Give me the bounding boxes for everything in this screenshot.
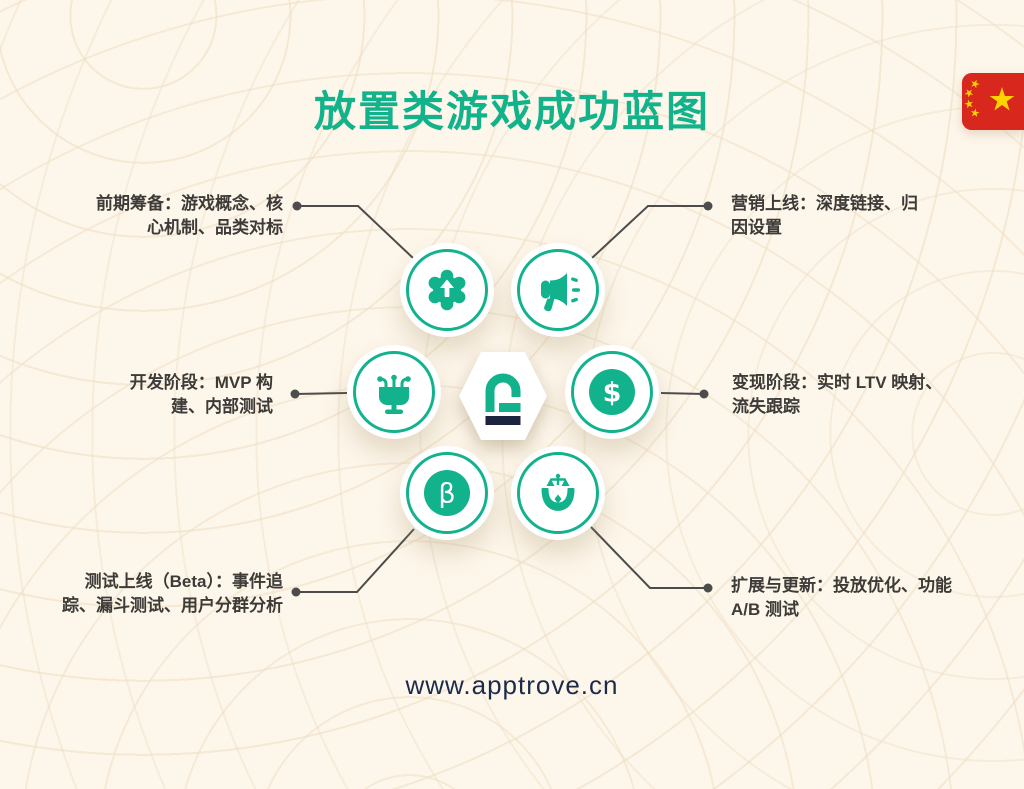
node-ring bbox=[406, 452, 488, 534]
gear-upgrade-icon bbox=[428, 269, 466, 311]
node-marketing bbox=[511, 243, 605, 337]
node-development bbox=[347, 345, 441, 439]
label-marketing: 营销上线：深度链接、归 因设置 bbox=[731, 194, 918, 237]
hands-scale-icon bbox=[541, 473, 575, 511]
node-monetization: $ bbox=[565, 345, 659, 439]
apptrove-logo-icon bbox=[485, 373, 521, 425]
dev-console-icon bbox=[377, 374, 411, 414]
label-beta-testing: 测试上线（Beta）：事件追 踪、漏斗测试、用户分群分析 bbox=[62, 572, 283, 615]
china-flag-icon bbox=[962, 73, 1024, 130]
center-hexagon bbox=[459, 352, 547, 440]
node-ring bbox=[517, 249, 599, 331]
node-beta-testing: β bbox=[400, 446, 494, 540]
svg-text:β: β bbox=[438, 479, 455, 510]
node-ring bbox=[517, 452, 599, 534]
node-preparation bbox=[400, 243, 494, 337]
node-ring bbox=[571, 351, 653, 433]
website-url: www.apptrove.cn bbox=[405, 670, 619, 700]
beta-circle-icon: β bbox=[424, 470, 470, 516]
label-monetization: 变现阶段：实时 LTV 映射、 流失跟踪 bbox=[732, 373, 943, 416]
node-ring bbox=[353, 351, 435, 433]
page-title: 放置类游戏成功蓝图 bbox=[313, 88, 710, 135]
label-expansion: 扩展与更新：投放优化、功能 A/B 测试 bbox=[731, 576, 952, 619]
dollar-circle-icon: $ bbox=[589, 369, 635, 415]
label-development: 开发阶段：MVP 构 建、内部测试 bbox=[129, 373, 273, 416]
megaphone-icon bbox=[541, 273, 580, 312]
node-expansion bbox=[511, 446, 605, 540]
label-preparation: 前期筹备：游戏概念、核 心机制、品类对标 bbox=[96, 194, 283, 237]
svg-text:$: $ bbox=[603, 378, 622, 409]
node-ring bbox=[406, 249, 488, 331]
